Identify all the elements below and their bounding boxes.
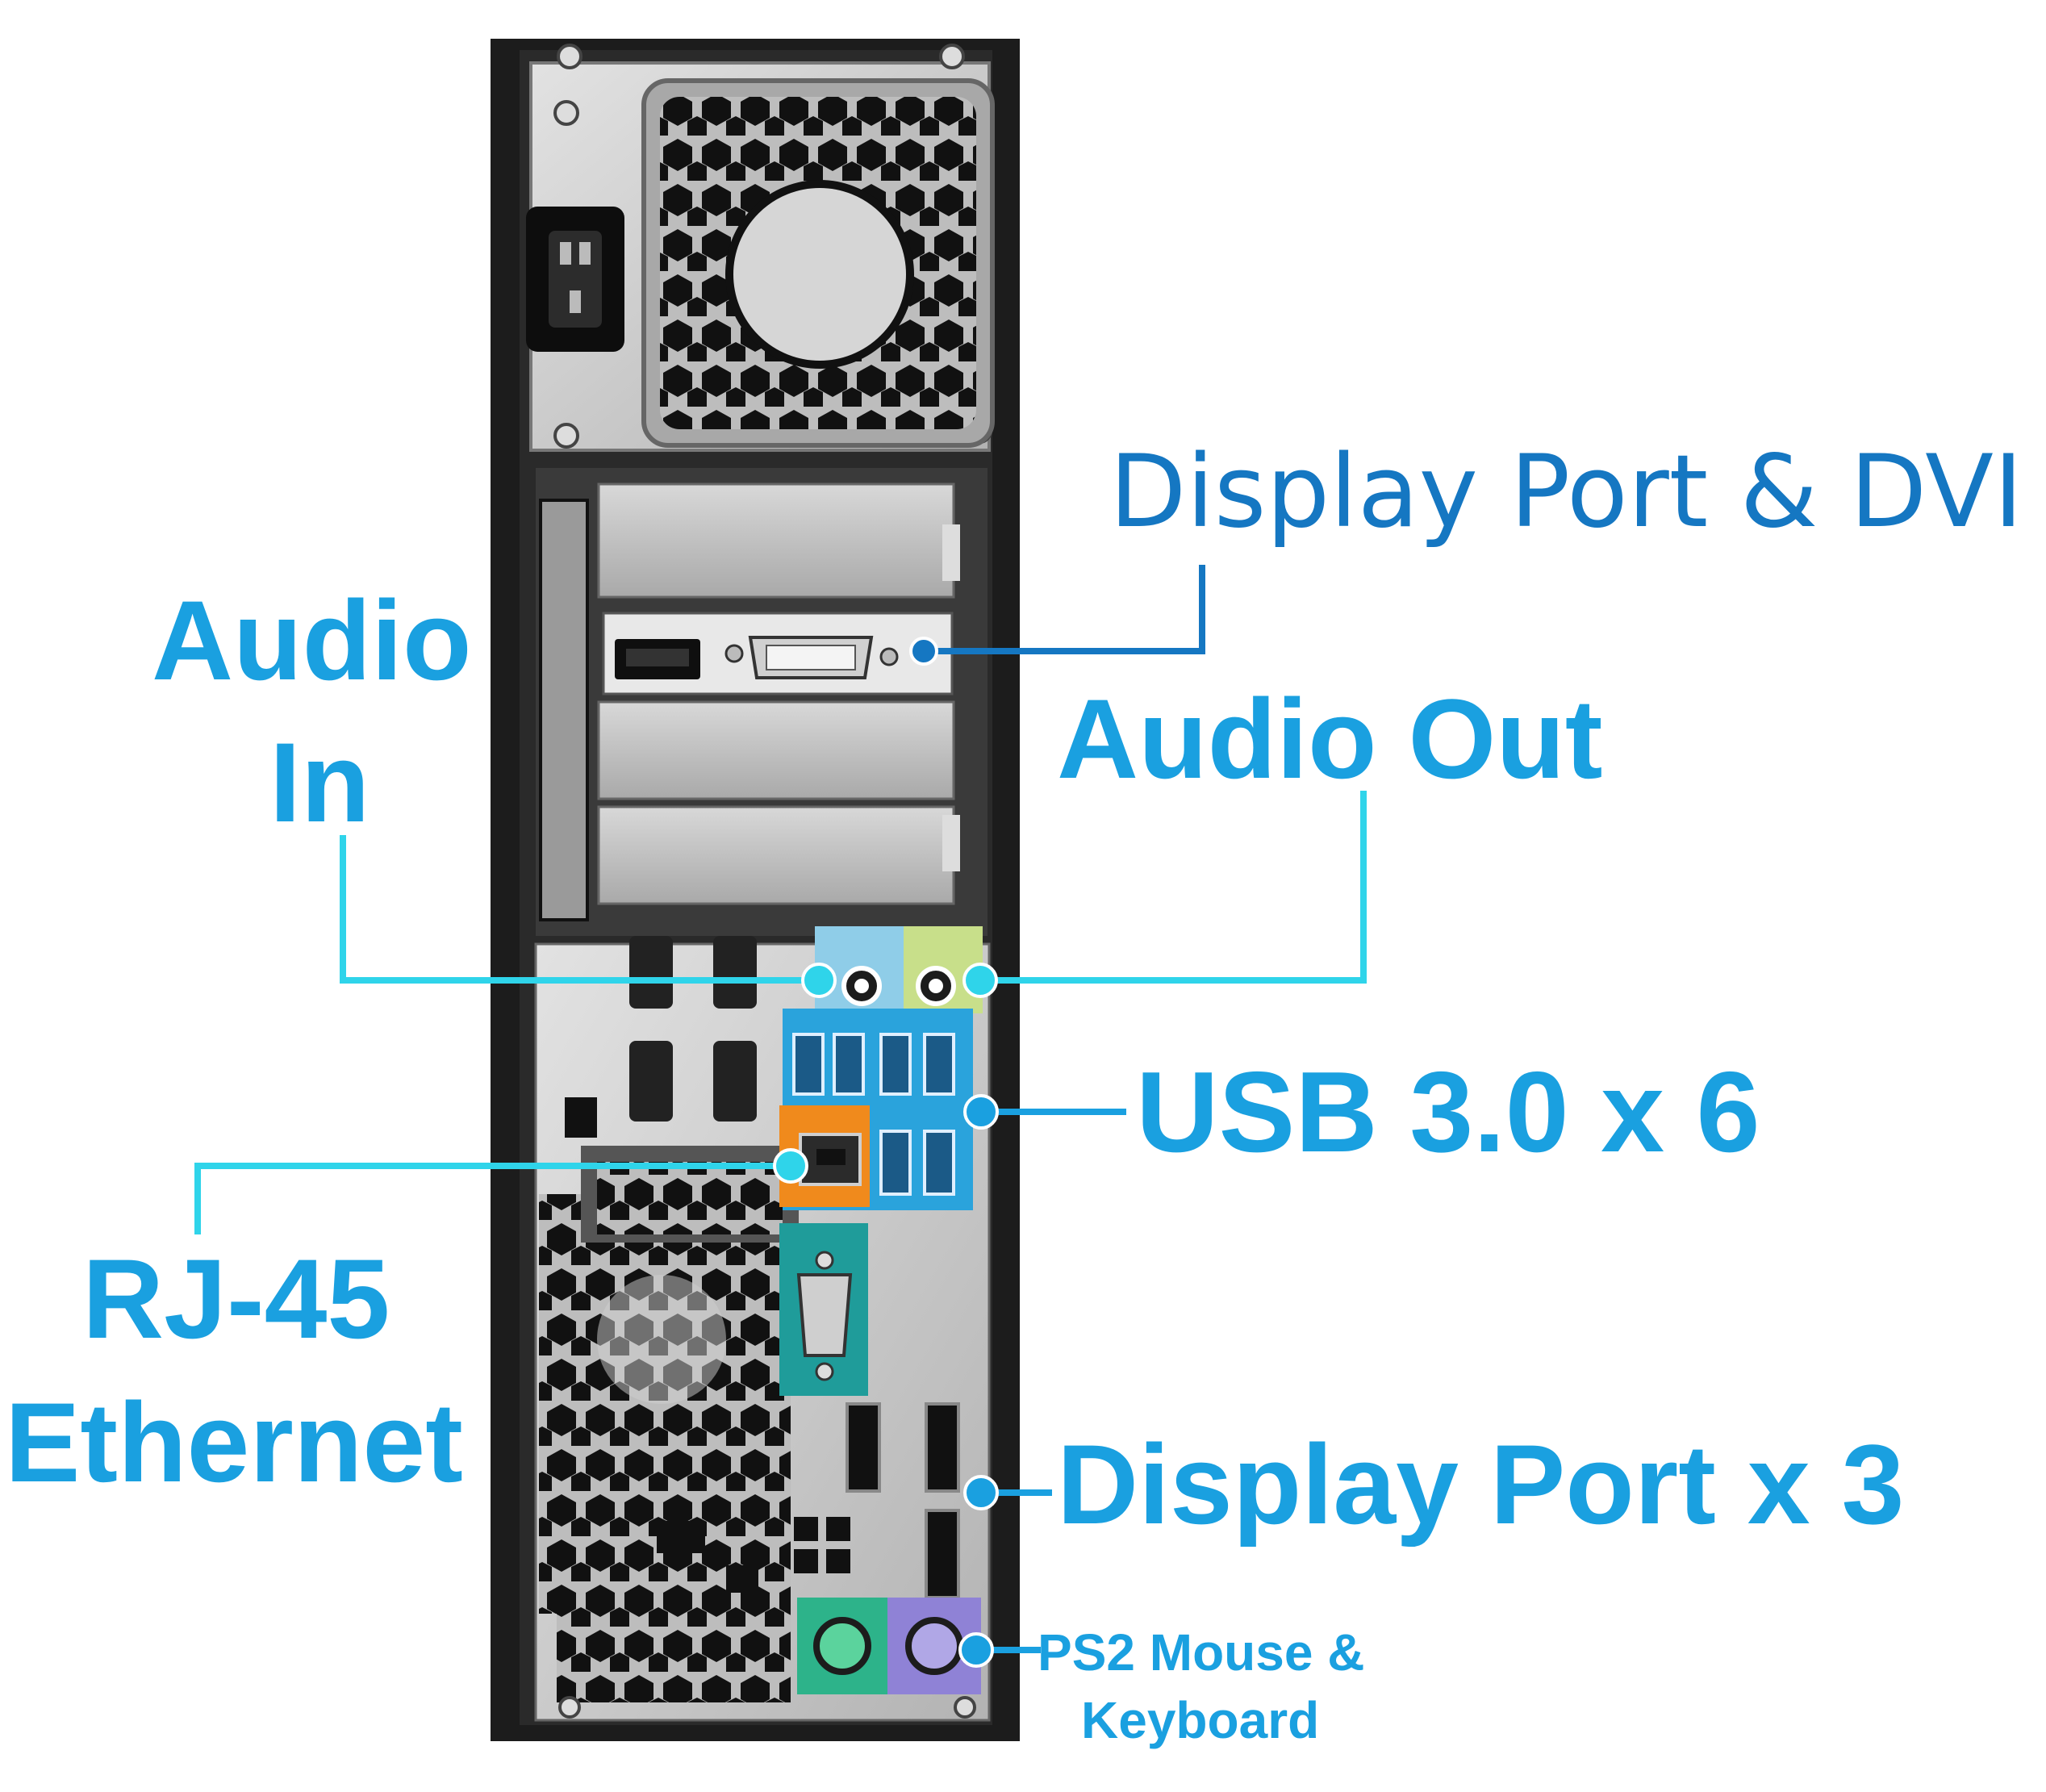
expansion-slots [536,468,988,936]
audio-out-jack [904,926,983,1013]
callout-display-port-x3 [963,1475,1052,1510]
callout-audio-out [962,791,1367,998]
fan-grille-icon [641,78,995,448]
label-audio-in-line2: In [269,719,370,846]
displayport-x3-icons [846,1402,960,1599]
label-rj45-line1: RJ-45 [82,1235,390,1362]
label-ps2-line1: PS2 Mouse & [1038,1623,1365,1681]
io-panel [534,936,991,1722]
serial-port-icon [779,1223,868,1396]
callout-audio-in [340,835,837,998]
label-display-port-x3: Display Port x 3 [1057,1421,1905,1548]
label-rj45-line2: Ethernet [5,1379,463,1506]
callout-usb [963,1094,1126,1130]
power-inlet-icon [526,207,624,352]
displayport-icon [615,639,700,679]
label-usb: USB 3.0 x 6 [1136,1048,1760,1176]
callout-display-port-dvi [909,565,1205,666]
label-audio-in-line1: Audio [152,577,472,704]
label-ps2-line2: Keyboard [1081,1691,1320,1749]
dvi-port-icon [724,636,899,679]
label-display-port-dvi: Display Port & DVI [1109,434,2023,550]
callout-rj45 [194,1148,808,1234]
ps2-port-icon [797,1598,981,1694]
label-audio-out: Audio Out [1057,675,1603,802]
callout-ps2 [958,1632,1041,1668]
